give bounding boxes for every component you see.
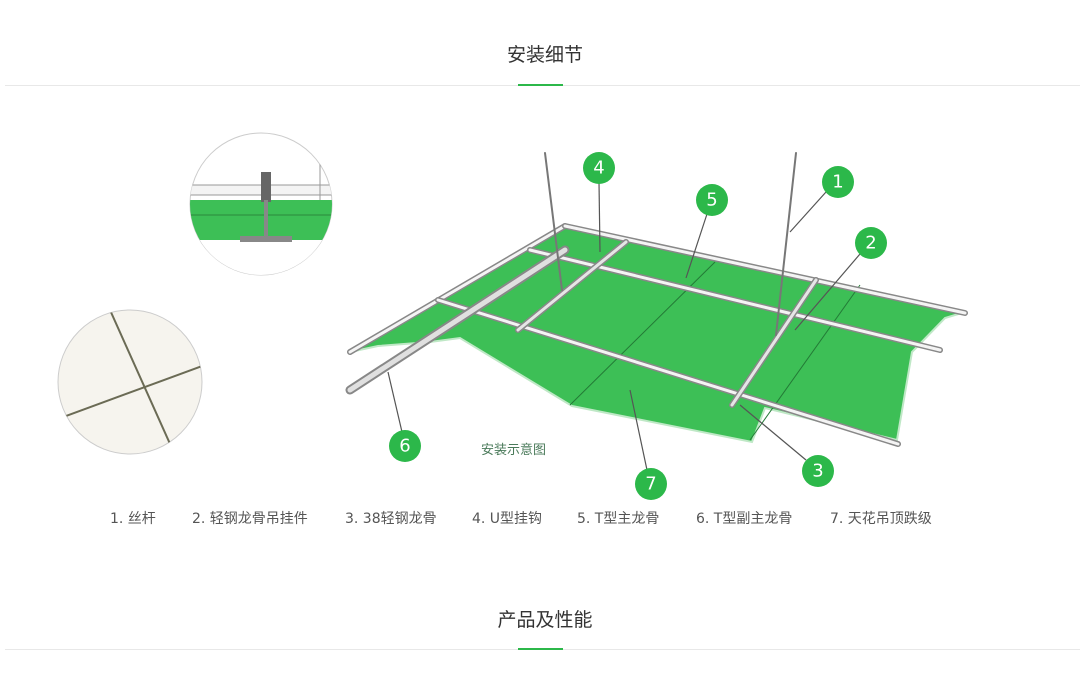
marker-3: 3 xyxy=(802,455,834,487)
marker-4: 4 xyxy=(583,152,615,184)
marker-label: 7 xyxy=(645,474,656,495)
title-accent-bar xyxy=(518,84,563,86)
marker-circle xyxy=(635,468,667,500)
marker-circle xyxy=(822,166,854,198)
legend-item: 2. 轻钢龙骨吊挂件 xyxy=(192,511,308,527)
marker-1: 1 xyxy=(822,166,854,198)
marker-label: 5 xyxy=(706,190,717,211)
marker-circle xyxy=(583,152,615,184)
marker-6: 6 xyxy=(389,430,421,462)
diagram-caption: 安装示意图 xyxy=(481,443,547,458)
section-title-install: 安装细节 xyxy=(506,44,583,66)
marker-label: 4 xyxy=(593,158,604,179)
marker-label: 2 xyxy=(865,233,876,254)
marker-label: 1 xyxy=(832,172,843,193)
marker-circle xyxy=(855,227,887,259)
marker-7: 7 xyxy=(635,468,667,500)
legend-item: 7. 天花吊顶跌级 xyxy=(830,511,932,527)
detail-circle-profile xyxy=(189,132,333,276)
legend-item: 5. T型主龙骨 xyxy=(577,511,660,527)
marker-label: 6 xyxy=(399,436,410,457)
leader-lines xyxy=(387,181,861,471)
marker-circle xyxy=(802,455,834,487)
legend-item: 3. 38轻钢龙骨 xyxy=(345,511,437,527)
legend-item: 1. 丝杆 xyxy=(110,511,156,527)
marker-label: 3 xyxy=(812,461,823,482)
marker-2: 2 xyxy=(855,227,887,259)
legend-item: 4. U型挂钩 xyxy=(472,511,543,527)
title-accent-bar xyxy=(518,648,563,650)
rails xyxy=(345,152,968,447)
marker-5: 5 xyxy=(696,184,728,216)
section-title-product: 产品及性能 xyxy=(497,609,593,631)
marker-circle xyxy=(696,184,728,216)
detail-circle-grid xyxy=(57,309,203,455)
marker-circle xyxy=(389,430,421,462)
legend-item: 6. T型副主龙骨 xyxy=(696,511,793,527)
